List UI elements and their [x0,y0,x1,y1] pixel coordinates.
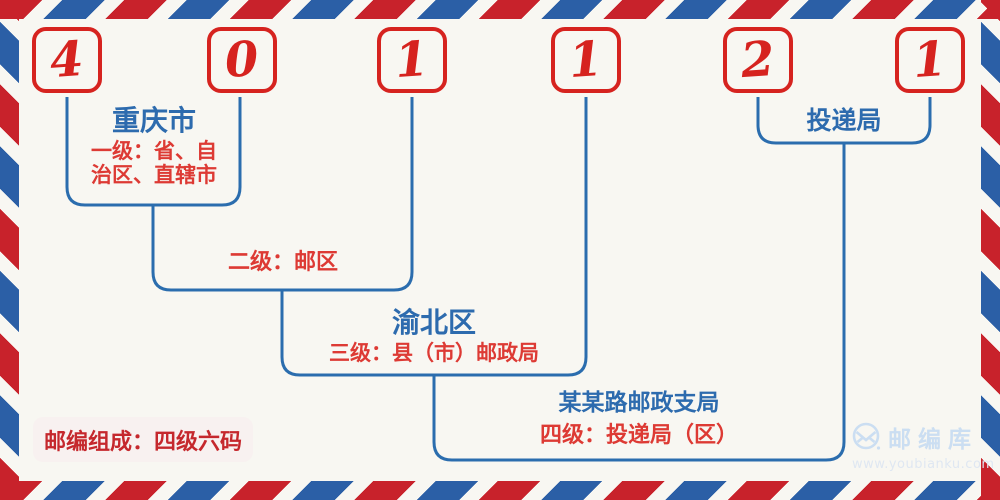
delivery-title: 投递局 [806,108,882,135]
level4-description: 四级：投递局（区） [539,422,738,448]
level3-place-name: 渝北区 [391,308,476,339]
digit-box-2: 0 [207,27,277,93]
bracket-delivery [756,97,932,145]
watermark-brand-link[interactable]: 邮编库 www.youbianku.com [852,420,995,472]
bracket-level4 [432,143,846,462]
digit-2: 0 [223,30,261,90]
level3-description: 三级：县（市）邮政局 [329,341,539,366]
delivery-label: 投递局 [764,108,924,136]
digit-box-6: 1 [895,27,965,93]
digit-box-4: 1 [551,27,621,93]
watermark-brand-text: 邮编库 [888,427,978,453]
level1-place-name: 重庆市 [111,106,196,137]
airmail-border-top [0,0,1000,19]
level1-description: 一级：省、自 治区、直辖市 [91,139,217,187]
composition-note-pill: 邮编组成：四级六码 [33,417,253,462]
airmail-border-bottom [0,481,1000,500]
digit-4: 1 [567,30,605,90]
digit-1: 4 [48,30,86,90]
airmail-border-left [0,0,19,500]
digit-6: 1 [911,30,949,90]
level3-label: 渝北区 三级：县（市）邮政局 [314,308,554,366]
envelope-circle-icon [852,422,881,450]
level4-place-name: 某某路邮政支局 [558,390,720,415]
level4-label: 某某路邮政支局 四级：投递局（区） [519,390,759,447]
digit-box-1: 4 [32,27,102,93]
digit-3: 1 [393,30,431,90]
digit-box-5: 2 [723,27,793,93]
digit-5: 2 [739,30,777,90]
airmail-border-right [981,0,1000,500]
composition-note-text: 邮编组成：四级六码 [43,428,242,454]
level2-description: 二级：邮区 [227,249,338,274]
digit-box-3: 1 [377,27,447,93]
level1-label: 重庆市 一级：省、自 治区、直辖市 [57,106,251,187]
level2-label: 二级：邮区 [183,249,383,274]
watermark-url: www.youbianku.com [852,457,995,472]
